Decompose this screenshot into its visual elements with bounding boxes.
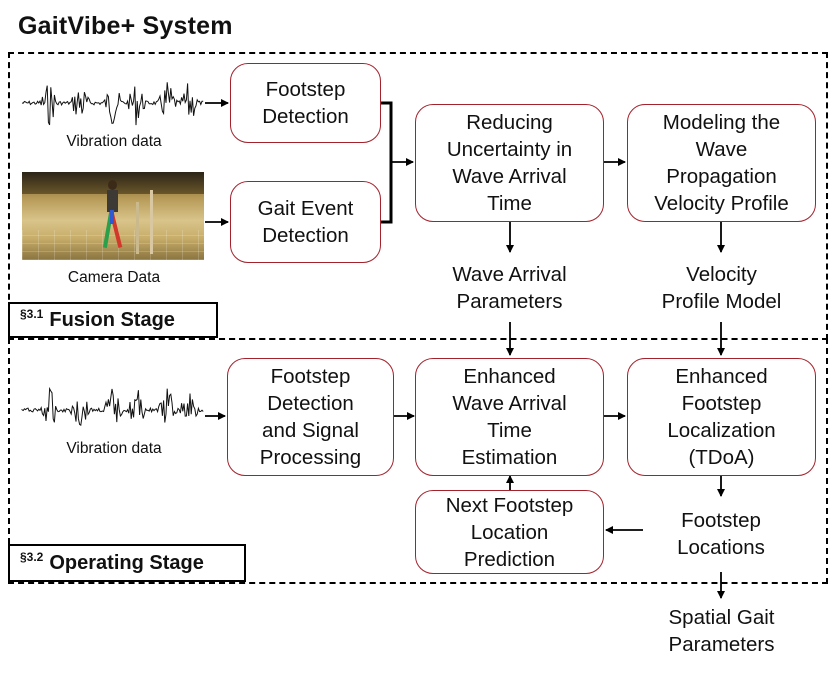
vibration-waveform-operating [21, 386, 204, 427]
operating-stage-border [8, 338, 828, 584]
vibration-caption-operating: Vibration data [66, 440, 162, 457]
enhanced-localization-box: Enhanced Footstep Localization (TDoA) [627, 358, 816, 476]
velocity-profile-model: Velocity Profile Model [661, 263, 782, 313]
camera-caption: Camera Data [67, 269, 161, 286]
fusion-stage-label: §3.1 Fusion Stage [8, 302, 218, 338]
fusion-section-number: §3.1 [20, 307, 44, 321]
fusion-stage-title: Fusion Stage [49, 308, 175, 331]
gait-event-detection-box: Gait Event Detection [230, 181, 381, 263]
footstep-locations: Footstep Locations [677, 509, 765, 559]
camera-image [22, 172, 204, 260]
wave-arrival-parameters: Wave Arrival Parameters [452, 263, 567, 313]
next-footstep-box: Next Footstep Location Prediction [415, 490, 604, 574]
walker-figure [102, 180, 124, 256]
operating-stage-title: Operating Stage [49, 551, 204, 574]
footstep-detection-signal-box: Footstep Detection and Signal Processing [227, 358, 394, 476]
reducing-uncertainty-box: Reducing Uncertainty in Wave Arrival Tim… [415, 104, 604, 222]
bracket-merge [381, 101, 393, 224]
vibration-waveform-fusion [21, 82, 204, 126]
enhanced-wave-arrival-box: Enhanced Wave Arrival Time Estimation [415, 358, 604, 476]
operating-section-number: §3.2 [20, 550, 44, 564]
footstep-detection-box: Footstep Detection [230, 63, 381, 143]
diagram-title: GaitVibe+ System [18, 12, 233, 40]
vibration-caption-fusion: Vibration data [66, 133, 162, 150]
operating-stage-label: §3.2 Operating Stage [8, 544, 246, 582]
modeling-wave-box: Modeling the Wave Propagation Velocity P… [627, 104, 816, 222]
spatial-gait-parameters: Spatial Gait Parameters [668, 606, 775, 656]
